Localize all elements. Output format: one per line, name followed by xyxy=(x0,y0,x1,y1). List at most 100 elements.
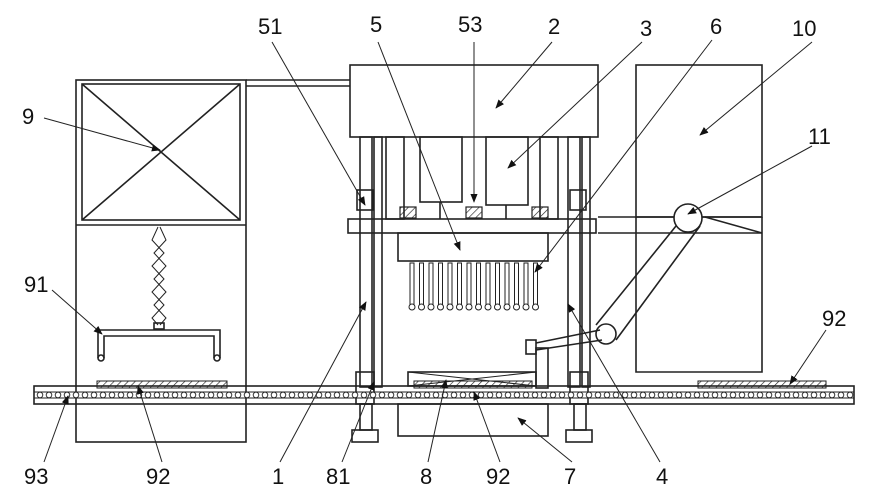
nozzle xyxy=(466,262,472,306)
conveyor-roller xyxy=(378,391,386,399)
conveyor-roller xyxy=(63,391,71,399)
conveyor-roller xyxy=(522,391,530,399)
conveyor-roller xyxy=(414,391,422,399)
nozzle-tip xyxy=(465,303,473,311)
conveyor-roller xyxy=(495,391,503,399)
conveyor-roller xyxy=(774,391,782,399)
conveyor-roller xyxy=(153,391,161,399)
conveyor-roller xyxy=(45,391,53,399)
conveyor-roller xyxy=(198,391,206,399)
nozzle-tip xyxy=(484,303,492,311)
conveyor-roller xyxy=(234,391,242,399)
conveyor-roller xyxy=(477,391,485,399)
label-4: 4 xyxy=(656,464,668,489)
conveyor-roller xyxy=(576,391,584,399)
conveyor-roller xyxy=(675,391,683,399)
conveyor-roller xyxy=(333,391,341,399)
label-7: 7 xyxy=(564,464,576,489)
conveyor-roller xyxy=(369,391,377,399)
label-6: 6 xyxy=(710,14,722,39)
conveyor-roller xyxy=(810,391,818,399)
conveyor-roller xyxy=(423,391,431,399)
conveyor-roller xyxy=(504,391,512,399)
conveyor-roller xyxy=(252,391,260,399)
conveyor-roller xyxy=(720,391,728,399)
conveyor-roller xyxy=(297,391,305,399)
conveyor-roller xyxy=(270,391,278,399)
label-53: 53 xyxy=(458,12,482,37)
nozzle xyxy=(447,262,453,306)
conveyor-roller xyxy=(72,391,80,399)
conveyor-roller xyxy=(738,391,746,399)
conveyor-roller xyxy=(684,391,692,399)
label-92-right: 92 xyxy=(822,306,846,331)
label-3: 3 xyxy=(640,16,652,41)
conveyor-roller xyxy=(99,391,107,399)
conveyor-roller xyxy=(486,391,494,399)
conveyor-roller xyxy=(162,391,170,399)
nozzle-tip xyxy=(456,303,463,311)
conveyor-roller xyxy=(567,391,575,399)
label-11: 11 xyxy=(808,124,831,149)
left-feed-frame xyxy=(75,79,350,443)
conveyor-roller xyxy=(432,391,440,399)
conveyor-roller xyxy=(765,391,773,399)
leader-lines xyxy=(43,39,827,463)
nozzle-tip xyxy=(446,303,454,311)
conveyor-roller xyxy=(594,391,602,399)
conveyor-roller xyxy=(81,391,89,399)
conveyor-roller xyxy=(531,391,539,399)
conveyor-roller xyxy=(360,391,368,399)
conveyor-roller xyxy=(90,391,98,399)
nozzle xyxy=(438,262,443,306)
conveyor xyxy=(33,380,855,405)
conveyor-roller xyxy=(549,391,557,399)
conveyor-roller xyxy=(207,391,215,399)
label-10: 10 xyxy=(792,16,816,41)
nozzle xyxy=(523,262,529,306)
nozzle-tip xyxy=(532,303,539,311)
nozzle-row xyxy=(408,262,539,311)
conveyor-roller xyxy=(342,391,350,399)
conveyor-roller xyxy=(36,391,44,399)
conveyor-roller xyxy=(657,391,665,399)
conveyor-roller xyxy=(54,391,62,399)
nozzle xyxy=(495,262,500,306)
conveyor-roller xyxy=(711,391,719,399)
conveyor-roller xyxy=(846,391,854,399)
conveyor-roller xyxy=(387,391,395,399)
conveyor-roller xyxy=(216,391,224,399)
conveyor-roller xyxy=(702,391,710,399)
conveyor-roller xyxy=(747,391,755,399)
nozzle-tip xyxy=(418,303,425,311)
conveyor-roller xyxy=(243,391,251,399)
label-1: 1 xyxy=(272,464,284,489)
conveyor-roller xyxy=(108,391,116,399)
gripper xyxy=(97,322,221,362)
conveyor-roller xyxy=(324,391,332,399)
conveyor-roller xyxy=(837,391,845,399)
conveyor-roller xyxy=(180,391,188,399)
nozzle xyxy=(485,262,491,306)
label-51: 51 xyxy=(258,14,282,39)
label-9: 9 xyxy=(22,104,34,129)
conveyor-roller xyxy=(288,391,296,399)
conveyor-roller xyxy=(666,391,674,399)
conveyor-roller xyxy=(639,391,647,399)
conveyor-roller xyxy=(621,391,629,399)
conveyor-roller xyxy=(783,391,791,399)
conveyor-roller xyxy=(351,391,359,399)
label-2: 2 xyxy=(548,14,560,39)
conveyor-roller xyxy=(513,391,521,399)
nozzle-tip xyxy=(427,303,435,311)
label-93: 93 xyxy=(24,464,48,489)
nozzle-tip xyxy=(522,303,530,311)
conveyor-roller xyxy=(117,391,125,399)
nozzle-tip xyxy=(437,303,444,311)
conveyor-roller xyxy=(801,391,809,399)
callout-labels: 51 5 53 2 3 6 10 9 11 91 92 93 92 1 81 8… xyxy=(22,12,846,489)
label-92-left: 92 xyxy=(146,464,170,489)
conveyor-roller xyxy=(189,391,197,399)
